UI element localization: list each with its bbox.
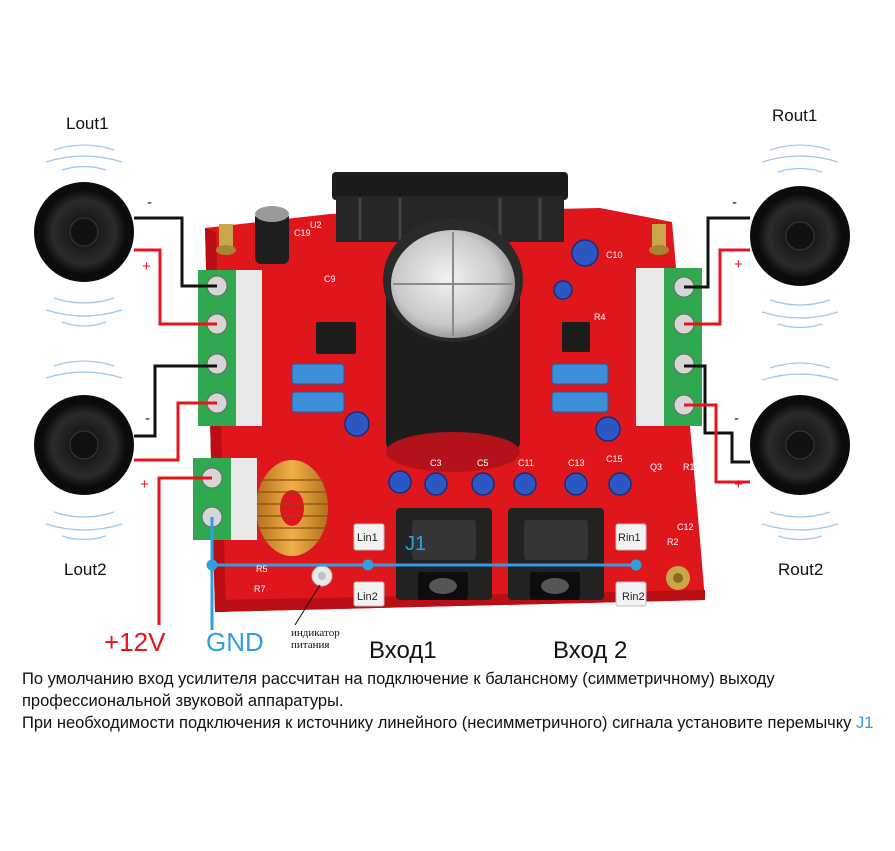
label-c9: C9 — [324, 274, 336, 284]
label-c12: C12 — [677, 522, 694, 532]
polarity-plus-rout1: + — [734, 256, 743, 273]
ic-chips — [316, 322, 590, 354]
label-u2: U2 — [310, 220, 322, 230]
label-rin1: Rin1 — [618, 532, 641, 544]
speaker-rout1 — [750, 186, 850, 286]
label-rout2: Rout2 — [778, 560, 824, 579]
terminal-left-speakers — [198, 270, 262, 426]
label-rout1: Rout1 — [772, 106, 818, 125]
label-lout1: Lout1 — [66, 114, 109, 133]
note-paragraph-2: При необходимости подключения к источник… — [22, 712, 882, 734]
label-r7: R7 — [254, 584, 266, 594]
note-paragraph-2-text: При необходимости подключения к источник… — [22, 714, 857, 732]
polarity-minus-lout1: - — [147, 194, 152, 211]
input-jack-2 — [508, 508, 604, 600]
speaker-lout1 — [34, 182, 134, 282]
mounting-post-right — [649, 224, 669, 255]
small-capacitor-c19 — [255, 206, 289, 264]
label-j1: J1 — [405, 533, 427, 555]
speaker-rout2 — [750, 395, 850, 495]
label-lin1: Lin1 — [357, 532, 378, 544]
label-c13: C13 — [568, 458, 585, 468]
label-input-1: Вход1 — [369, 637, 437, 664]
blue-capacitors — [344, 239, 632, 496]
power-wires — [157, 476, 214, 630]
label-lout2: Lout2 — [64, 560, 107, 579]
label-c5: C5 — [477, 458, 489, 468]
terminal-right-speakers — [636, 268, 702, 426]
note-jumper-j1: J1 — [856, 714, 874, 732]
label-c10: C10 — [606, 250, 623, 260]
indicator-pointer — [294, 584, 321, 626]
polarity-minus-lout2: - — [145, 410, 150, 427]
polarity-plus-rout2: + — [734, 476, 743, 493]
polarity-plus-lout2: + — [140, 476, 149, 493]
main-capacitor — [383, 218, 523, 472]
label-power-indicator: индикатор питания — [291, 627, 340, 651]
speaker-lout2 — [34, 395, 134, 495]
explanation-note: По умолчанию вход усилителя рассчитан на… — [22, 668, 882, 734]
label-c15: C15 — [606, 454, 623, 464]
speaker-wires — [134, 216, 750, 484]
mounting-post-left — [216, 224, 236, 255]
heatsink — [332, 172, 568, 242]
film-capacitors — [291, 363, 609, 413]
power-led — [311, 565, 333, 587]
pin-headers — [353, 523, 647, 607]
label-12v: +12V — [104, 627, 166, 657]
label-lin2: Lin2 — [357, 591, 378, 603]
polarity-plus-lout1: + — [142, 258, 151, 275]
label-rin2: Rin2 — [622, 591, 645, 603]
label-gnd: GND — [206, 627, 264, 657]
label-r5: R5 — [256, 564, 268, 574]
label-r2: R2 — [667, 537, 679, 547]
label-c11: C11 — [518, 458, 534, 468]
jumper-j1-line — [206, 559, 642, 571]
sound-waves — [45, 144, 839, 541]
terminal-power — [193, 458, 257, 540]
note-paragraph-1: По умолчанию вход усилителя рассчитан на… — [22, 670, 775, 710]
label-r1: R1 — [683, 462, 695, 472]
label-q3: Q3 — [650, 462, 662, 472]
label-c3: C3 — [430, 458, 442, 468]
polarity-minus-rout1: - — [732, 194, 737, 211]
label-input-2: Вход 2 — [553, 637, 628, 664]
polarity-minus-rout2: - — [734, 410, 739, 427]
label-r4: R4 — [594, 312, 606, 322]
toroid-inductor — [256, 460, 328, 556]
input-jack-1 — [396, 508, 492, 600]
header-labels: Lin1 Lin2 Rin1 Rin2 — [357, 532, 645, 603]
silkscreen-labels: C19 U2 C9 C10 R4 C3 C5 C11 C13 C15 Q3 R1… — [254, 220, 695, 594]
label-c19: C19 — [294, 228, 311, 238]
mounting-post-bottom-right — [666, 566, 690, 590]
